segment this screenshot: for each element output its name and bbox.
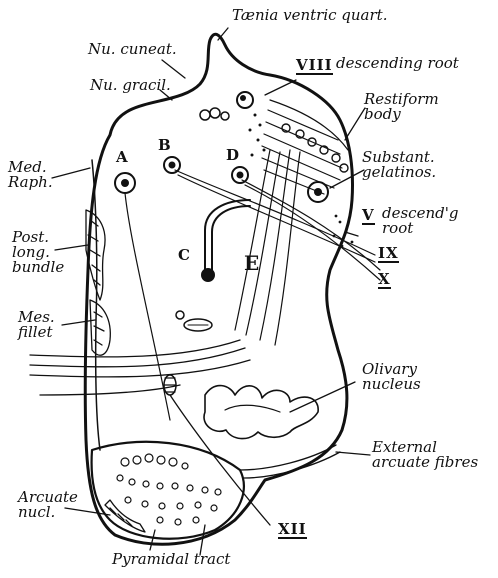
label-post-long: Post. long. bundle — [12, 230, 72, 275]
olivary-nucleus — [204, 386, 318, 439]
leader-lines — [52, 28, 370, 555]
mes-fillet-hatch — [90, 300, 110, 355]
letter-c: C — [178, 248, 190, 263]
viii-root-dots — [237, 92, 266, 157]
label-nu-gracil: Nu. gracil. — [90, 78, 171, 93]
nucleus-a — [115, 173, 170, 420]
pyramid-fibres — [117, 454, 221, 525]
label-restiform: Restiform body — [364, 92, 474, 122]
label-med-raph: Med. Raph. — [8, 160, 58, 190]
label-xii: XII — [278, 522, 307, 539]
arcuate-nucleus — [105, 500, 145, 532]
c-hook — [202, 200, 250, 281]
letter-a: A — [116, 150, 128, 165]
xii-root — [170, 395, 270, 525]
label-external: External arcuate fibres — [372, 440, 482, 470]
restiform-ovals — [282, 124, 348, 172]
letter-e: E — [244, 256, 259, 271]
label-taenia: Tænia ventric quart. — [232, 8, 422, 23]
transverse-fibres — [30, 340, 250, 395]
letter-b: B — [158, 138, 171, 153]
label-pyramidal: Pyramidal tract — [112, 552, 230, 567]
substantia-gelatinosa — [308, 182, 328, 202]
label-olivary: Olivary nucleus — [362, 362, 472, 392]
nucleus-d — [232, 167, 248, 183]
label-substant: Substant. gelatinos. — [362, 150, 482, 180]
label-v: V — [362, 208, 375, 225]
label-ix: IX — [378, 246, 399, 263]
label-mes-fillet: Mes. fillet — [18, 310, 78, 340]
label-viii: VIII — [296, 58, 333, 75]
small-nucleus — [176, 311, 212, 331]
label-v-text: descend'g root — [382, 206, 492, 236]
label-nu-cuneat: Nu. cuneat. — [88, 42, 177, 57]
hypoglossal-nucleus — [164, 375, 176, 395]
label-viii-text: descending root — [336, 56, 486, 71]
nucleus-gracilis — [200, 108, 229, 120]
label-arcuate: Arcuate nucl. — [18, 490, 88, 520]
olive-hilum — [225, 405, 280, 412]
letter-d: D — [226, 148, 239, 163]
label-x: X — [378, 272, 391, 289]
